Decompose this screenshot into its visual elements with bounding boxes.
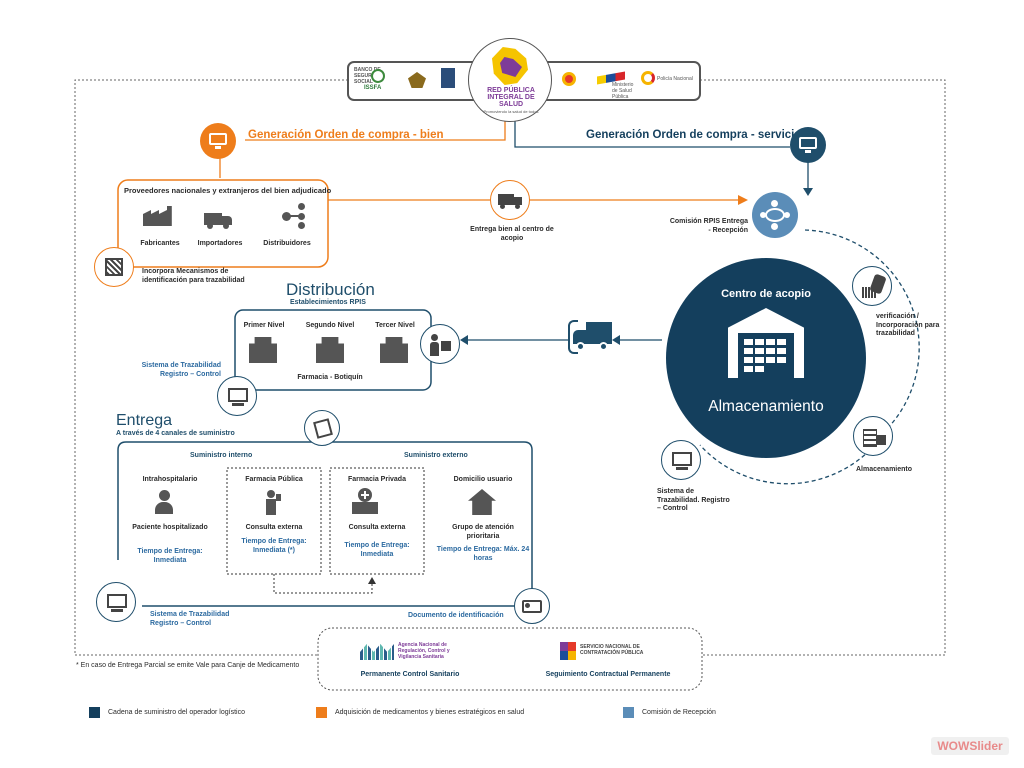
id-card-icon bbox=[514, 588, 550, 624]
storage-label: Almacenamiento bbox=[856, 466, 913, 473]
agency-2-name: SERVICIO NACIONAL DE CONTRATACIÓN PÚBLIC… bbox=[580, 644, 644, 656]
id-doc-text: Documento de identificación bbox=[408, 612, 504, 619]
providers-traceability-text: Incorpora Mecanismos de identificación p… bbox=[142, 268, 245, 284]
traceability-system-distribution-icon bbox=[217, 376, 257, 416]
warehouse-icon bbox=[728, 308, 804, 378]
legend-label-1: Cadena de suministro del operador logíst… bbox=[108, 709, 245, 716]
channel-3-desc: Consulta externa bbox=[348, 524, 406, 531]
center-storage-text: Almacenamiento bbox=[708, 398, 824, 415]
channel-4-name: Domicilio usuario bbox=[453, 476, 513, 483]
center-title: Centro de acopio bbox=[721, 288, 811, 300]
level-2-label: Segundo Nivel bbox=[305, 322, 355, 329]
delivery-truck-orange-icon bbox=[490, 180, 530, 220]
channel-1-desc: Paciente hospitalizado bbox=[132, 524, 208, 531]
channel-4-time: Tiempo de Entrega: Máx. 24 horas bbox=[436, 546, 530, 562]
army-shield-icon bbox=[408, 72, 426, 88]
provider-label-distributors: Distribuidores bbox=[263, 240, 311, 247]
agency-1-name: Agencia Nacional de Regulación, Control … bbox=[398, 642, 450, 660]
left-logo-1-text: BANCO DE SEGURIDAD SOCIAL bbox=[354, 67, 385, 85]
delivery-person-icon bbox=[420, 324, 460, 364]
barcode-scanner-icon bbox=[852, 266, 892, 306]
ecuador-circle-logo-icon bbox=[562, 72, 576, 86]
traceability-system-center-icon bbox=[661, 440, 701, 480]
delivery-system-text: Sistema de Trazabilidad Registro – Contr… bbox=[150, 611, 230, 627]
distribution-system-text: Sistema de Trazabilidad Registro – Contr… bbox=[141, 362, 221, 378]
legend-label-3: Comisión de Recepción bbox=[642, 709, 716, 716]
verification-text: verificación / Incorporación para trazab… bbox=[876, 313, 940, 337]
channel-3-name: Farmacia Privada bbox=[348, 476, 406, 483]
blue-flow-title: Generación Orden de compra - servicio bbox=[586, 129, 802, 141]
distributor-network-icon bbox=[282, 203, 306, 229]
provider-label-manufacturers: Fabricantes bbox=[140, 240, 180, 247]
legend-swatch-navy bbox=[89, 707, 100, 718]
watermark-text: WOWSlider bbox=[937, 739, 1003, 753]
commission-text: Comisión RPIS Entrega - Recepción bbox=[669, 218, 748, 234]
rpis-logo-text: RED PÚBLICA INTEGRAL DE SALUD bbox=[487, 87, 535, 108]
channel-4-desc: Grupo de atención prioritaria bbox=[452, 524, 514, 540]
delivery-title: Entrega bbox=[116, 412, 173, 429]
distribution-subtitle: Establecimientos RPIS bbox=[290, 299, 366, 306]
social-security-logo-icon bbox=[641, 71, 655, 85]
collection-center: Centro de acopio Almacenamiento bbox=[666, 258, 866, 458]
importer-truck-icon bbox=[204, 205, 234, 229]
purchase-order-service-icon bbox=[790, 127, 826, 163]
pharmacy-label: Farmacia - Botiquín bbox=[297, 374, 363, 381]
channel-1-time: Tiempo de Entrega: Inmediata bbox=[137, 548, 203, 564]
agency-1-label: Permanente Control Sanitario bbox=[360, 671, 460, 678]
channel-1-name: Intrahospitalario bbox=[142, 476, 198, 483]
right-logo-3-text: Policía Nacional bbox=[657, 76, 693, 82]
agency-2-label: Seguimiento Contractual Permanente bbox=[545, 671, 671, 678]
purchase-order-goods-icon bbox=[200, 123, 236, 159]
right-logo-2-text: Ministerio de Salud Pública bbox=[612, 82, 634, 100]
qr-code-icon bbox=[94, 247, 134, 287]
distribution-truck-icon bbox=[568, 318, 614, 358]
legend-swatch-lightblue bbox=[623, 707, 634, 718]
delivery-subtitle: A través de 4 canales de suministro bbox=[116, 430, 235, 437]
storage-shelf-icon bbox=[853, 416, 893, 456]
left-logo-1b-text: ISSFA bbox=[364, 85, 382, 91]
orange-flow-title: Generación Orden de compra - bien bbox=[248, 129, 444, 141]
patient-icon bbox=[154, 490, 174, 514]
pharmacist-icon bbox=[264, 490, 282, 516]
channel-2-name: Farmacia Pública bbox=[245, 476, 303, 483]
rpis-logo-subtext: Promoviendo la salud de todos bbox=[483, 109, 539, 114]
legend-swatch-orange bbox=[316, 707, 327, 718]
system-center-text: Sistema de Trazabilidad. Registro – Cont… bbox=[657, 488, 730, 512]
footnote: * En caso de Entrega Parcial se emite Va… bbox=[76, 662, 300, 669]
commission-meeting-icon bbox=[752, 192, 798, 238]
channel-3-time: Tiempo de Entrega: Inmediata bbox=[344, 542, 410, 558]
watermark-badge[interactable]: WOWSlider bbox=[931, 737, 1009, 755]
channel-2-desc: Consulta externa bbox=[245, 524, 303, 531]
distribution-title: Distribución bbox=[286, 280, 375, 299]
provider-label-importers: Importadores bbox=[197, 240, 243, 247]
providers-title: Proveedores nacionales y extranjeros del… bbox=[124, 186, 332, 195]
external-supply-label: Suministro externo bbox=[404, 452, 468, 459]
tablet-delivery-icon bbox=[304, 410, 340, 446]
channel-2-time: Tiempo de Entrega: Inmediata (*) bbox=[241, 538, 307, 554]
ecuador-map-icon bbox=[492, 47, 528, 85]
rpis-logo: RED PÚBLICA INTEGRAL DE SALUD Promoviend… bbox=[468, 38, 552, 122]
sercop-logo-icon bbox=[560, 642, 576, 660]
delivery-to-center-text: Entrega bien al centro de acopio bbox=[470, 226, 554, 242]
legend-label-2: Adquisición de medicamentos y bienes est… bbox=[335, 709, 525, 716]
private-pharmacy-icon bbox=[352, 488, 382, 516]
police-building-icon bbox=[441, 68, 455, 88]
level-3-label: Tercer Nivel bbox=[375, 322, 415, 329]
issfa-logo-icon bbox=[371, 69, 385, 83]
traceability-system-delivery-icon bbox=[96, 582, 136, 622]
internal-supply-label: Suministro interno bbox=[190, 452, 253, 459]
level-1-label: Primer Nivel bbox=[243, 322, 285, 329]
